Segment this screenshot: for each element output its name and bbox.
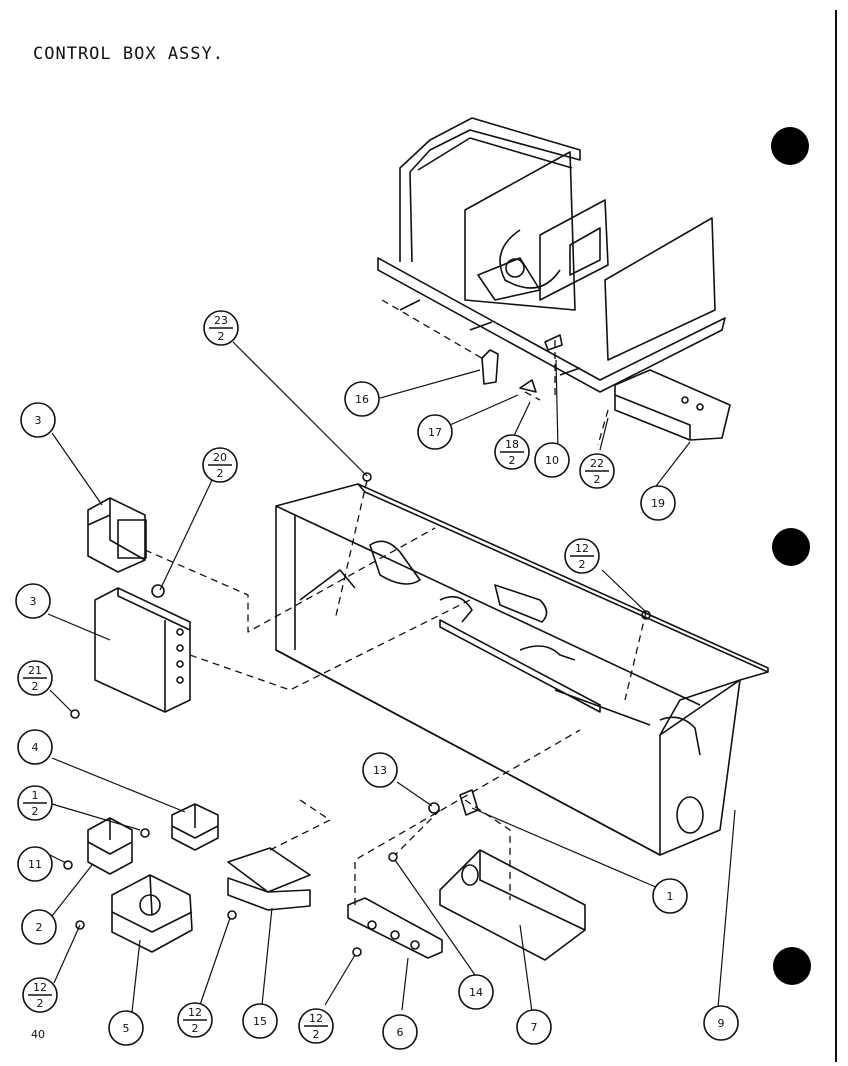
callout-1: 1 xyxy=(652,878,688,914)
callout-label: 5 xyxy=(123,1022,130,1035)
callout-label: 14 xyxy=(469,986,483,999)
callout-4: 4 xyxy=(17,729,53,765)
callout-label: 2 xyxy=(36,921,43,934)
callout-9: 9 xyxy=(703,1005,739,1041)
callout-label: 9 xyxy=(718,1017,725,1030)
callout-12-2c: 122 xyxy=(298,1008,334,1044)
callout-denominator: 2 xyxy=(218,330,225,343)
callout-1-2: 12 xyxy=(17,785,53,821)
callout-19: 19 xyxy=(640,485,676,521)
callout-circle xyxy=(382,1014,418,1050)
callout-label: 10 xyxy=(545,454,559,467)
callout-numerator: 12 xyxy=(309,1012,323,1025)
callout-label: 15 xyxy=(253,1015,267,1028)
callout-circle xyxy=(417,414,453,450)
callout-circle xyxy=(15,583,51,619)
callout-circle xyxy=(344,381,380,417)
callout-circle xyxy=(703,1005,739,1041)
callout-circle xyxy=(458,974,494,1010)
callout-label: 3 xyxy=(30,595,37,608)
control-board-drawing xyxy=(94,587,191,713)
callout-15: 15 xyxy=(242,1003,278,1039)
callout-20-2: 202 xyxy=(202,447,238,483)
electrical-box-drawing xyxy=(439,849,586,961)
callout-12-2b: 122 xyxy=(177,1002,213,1038)
callout-denominator: 2 xyxy=(32,680,39,693)
callout-denominator: 2 xyxy=(217,467,224,480)
callout-denominator: 2 xyxy=(509,454,516,467)
callout-label: 17 xyxy=(428,426,442,439)
callout-label: 13 xyxy=(373,764,387,777)
relay-base-drawing xyxy=(111,874,193,953)
callout-11: 11 xyxy=(17,846,53,882)
callout-3a: 3 xyxy=(20,402,56,438)
callout-10: 10 xyxy=(534,442,570,478)
callout-circle xyxy=(362,752,398,788)
leader-lines xyxy=(47,341,736,1013)
callout-13: 13 xyxy=(362,752,398,788)
callout-2: 2 xyxy=(21,909,57,945)
callout-circle xyxy=(640,485,676,521)
relay-drawing xyxy=(171,803,219,851)
callout-21-2: 212 xyxy=(17,660,53,696)
registration-marks xyxy=(771,127,811,985)
callout-numerator: 22 xyxy=(590,457,604,470)
callout-circle xyxy=(108,1010,144,1046)
callout-label: 7 xyxy=(531,1021,538,1034)
callout-3b: 3 xyxy=(15,583,51,619)
callout-label: 4 xyxy=(32,741,39,754)
callout-circle xyxy=(20,402,56,438)
callout-numerator: 21 xyxy=(28,664,42,677)
page-number: 40 xyxy=(31,1028,45,1041)
contactor-drawing xyxy=(87,817,133,875)
callout-6: 6 xyxy=(382,1014,418,1050)
callout-17: 17 xyxy=(417,414,453,450)
callout-denominator: 2 xyxy=(313,1028,320,1041)
terminal-strip-drawing xyxy=(347,897,443,959)
callout-5: 5 xyxy=(108,1010,144,1046)
callout-denominator: 2 xyxy=(32,805,39,818)
callout-numerator: 12 xyxy=(188,1006,202,1019)
callout-denominator: 2 xyxy=(594,473,601,486)
callout-12-2a: 122 xyxy=(22,977,58,1013)
callout-circle xyxy=(17,846,53,882)
callout-numerator: 12 xyxy=(575,542,589,555)
callout-circle xyxy=(21,909,57,945)
callout-16: 16 xyxy=(344,381,380,417)
callout-denominator: 2 xyxy=(192,1022,199,1035)
callout-label: 16 xyxy=(355,393,369,406)
callout-label: 19 xyxy=(651,497,665,510)
transformer-drawing xyxy=(87,497,147,573)
callout-22-2: 222 xyxy=(579,453,615,489)
callout-numerator: 20 xyxy=(213,451,227,464)
callout-label: 3 xyxy=(35,414,42,427)
assembly-lines xyxy=(144,299,647,905)
callout-denominator: 2 xyxy=(579,558,586,571)
callout-label: 11 xyxy=(28,858,42,871)
callout-14: 14 xyxy=(458,974,494,1010)
callout-circle xyxy=(17,729,53,765)
callout-numerator: 23 xyxy=(214,314,228,327)
callout-12-2d: 122 xyxy=(564,538,600,574)
callout-label: 1 xyxy=(667,890,674,903)
callout-denominator: 2 xyxy=(37,997,44,1010)
callout-23-2: 232 xyxy=(203,310,239,346)
cover-plate-drawing xyxy=(227,847,311,911)
callout-circle xyxy=(534,442,570,478)
callout-18-2: 182 xyxy=(494,434,530,470)
control-box-drawing xyxy=(275,483,769,856)
callout-numerator: 12 xyxy=(33,981,47,994)
callout-circle xyxy=(652,878,688,914)
callout-circle xyxy=(516,1009,552,1045)
unit-assembly-drawing xyxy=(377,117,731,441)
callout-7: 7 xyxy=(516,1009,552,1045)
callout-label: 6 xyxy=(397,1026,404,1039)
callout-circle xyxy=(242,1003,278,1039)
diagram-title: CONTROL BOX ASSY. xyxy=(33,44,224,64)
callout-numerator: 1 xyxy=(32,789,39,802)
callout-numerator: 18 xyxy=(505,438,519,451)
